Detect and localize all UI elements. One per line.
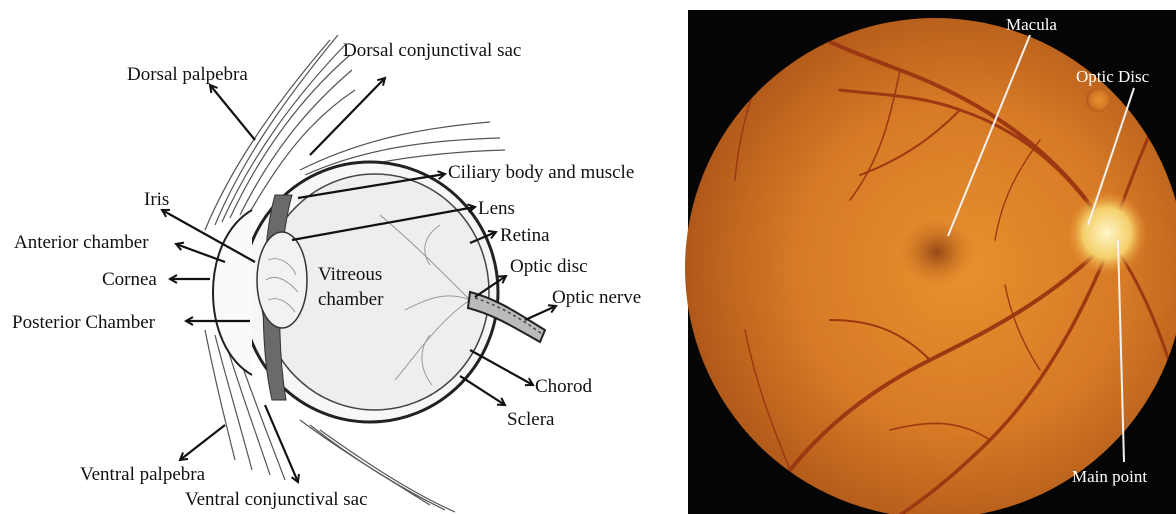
label-ventral-palpebra: Ventral palpebra (80, 464, 206, 485)
label-retina: Retina (500, 225, 550, 246)
label-ciliary-body: Ciliary body and muscle (448, 162, 634, 183)
label-lens: Lens (478, 198, 515, 219)
fundus-notch (1086, 88, 1110, 112)
label-optic-disc: Optic disc (510, 256, 588, 277)
macula-spot (899, 218, 975, 286)
label-sclera: Sclera (507, 409, 555, 430)
fundus-label-optic-disc: Optic Disc (1076, 67, 1150, 86)
eye-cross-section: Dorsal palpebra Dorsal conjunctival sac … (12, 35, 641, 512)
label-optic-nerve: Optic nerve (552, 287, 641, 308)
fundus-label-main-point: Main point (1072, 467, 1147, 486)
label-vitreous: Vitreous (318, 264, 382, 285)
fundus-photo: Macula Optic Disc Main point (685, 10, 1176, 514)
label-posterior-chamber: Posterior Chamber (12, 312, 156, 333)
optic-disc-spot (1067, 191, 1147, 275)
label-chorod: Chorod (535, 376, 593, 397)
label-dorsal-conjunctival-sac: Dorsal conjunctival sac (343, 40, 521, 61)
label-cornea: Cornea (102, 269, 157, 290)
label-vitreous-chamber: chamber (318, 289, 384, 310)
label-anterior-chamber: Anterior chamber (14, 232, 149, 253)
label-iris: Iris (144, 189, 169, 210)
lens-shape (257, 232, 307, 328)
fundus-label-macula: Macula (1006, 15, 1057, 34)
label-ventral-conjunctival-sac: Ventral conjunctival sac (185, 489, 368, 510)
label-dorsal-palpebra: Dorsal palpebra (127, 64, 248, 85)
